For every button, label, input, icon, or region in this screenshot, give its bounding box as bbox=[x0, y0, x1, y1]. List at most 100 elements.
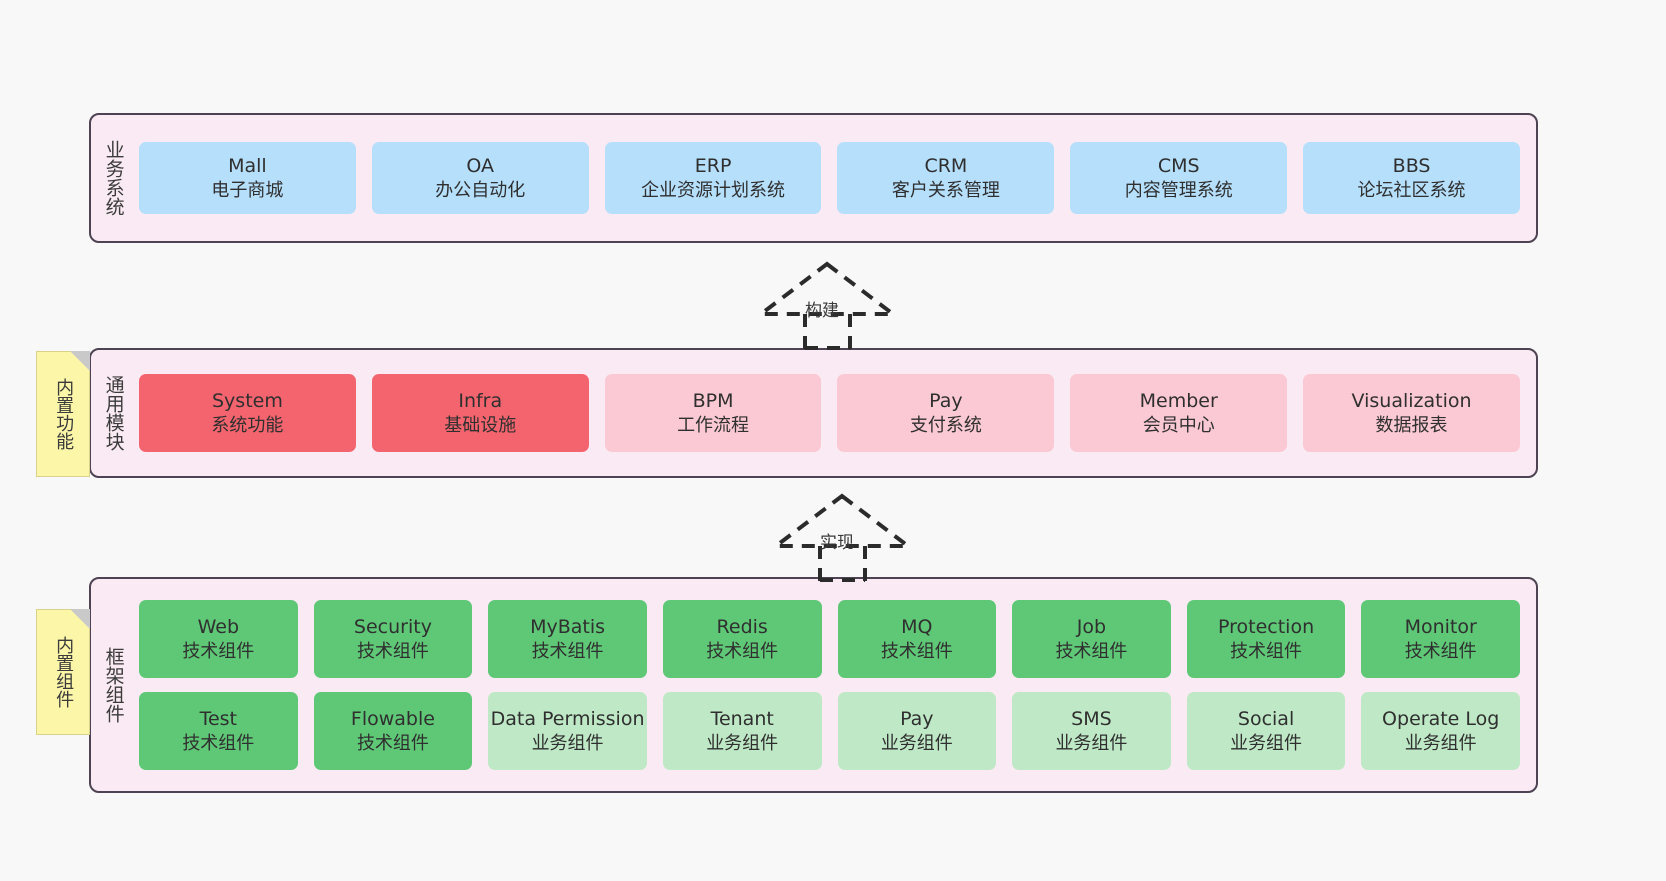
layer-title-framework: 框架组件 bbox=[102, 647, 125, 723]
node-pay[interactable]: Pay 支付系统 bbox=[837, 374, 1055, 452]
node-row: Test 技术组件 Flowable 技术组件 Data Permission … bbox=[139, 692, 1520, 770]
node-name: OA bbox=[466, 154, 495, 177]
layer-body-modules: System 系统功能 Infra 基础设施 BPM 工作流程 Pay 支付系统… bbox=[135, 350, 1536, 476]
node-sms[interactable]: SMS 业务组件 bbox=[1012, 692, 1171, 770]
node-name: Operate Log bbox=[1382, 707, 1500, 730]
node-subtitle: 内容管理系统 bbox=[1124, 179, 1233, 201]
node-visualization[interactable]: Visualization 数据报表 bbox=[1303, 374, 1520, 452]
layer-body-business: Mall 电子商城 OA 办公自动化 ERP 企业资源计划系统 CRM 客户关系… bbox=[135, 115, 1536, 241]
node-subtitle: 业务组件 bbox=[706, 732, 779, 754]
node-subtitle: 系统功能 bbox=[211, 414, 284, 436]
node-name: Data Permission bbox=[490, 707, 645, 730]
node-subtitle: 技术组件 bbox=[1404, 640, 1477, 662]
sticky-note-builtin-components: 内置组件 bbox=[36, 609, 90, 735]
node-name: Mall bbox=[228, 154, 267, 177]
dashed-generalization-arrow-icon bbox=[755, 261, 899, 350]
node-system[interactable]: System 系统功能 bbox=[139, 374, 356, 452]
node-mybatis[interactable]: MyBatis 技术组件 bbox=[488, 600, 647, 678]
node-subtitle: 业务组件 bbox=[531, 732, 604, 754]
node-name: Monitor bbox=[1404, 615, 1477, 638]
node-name: Infra bbox=[458, 389, 503, 412]
node-bbs[interactable]: BBS 论坛社区系统 bbox=[1303, 142, 1520, 214]
node-subtitle: 客户关系管理 bbox=[891, 179, 1000, 201]
node-job[interactable]: Job 技术组件 bbox=[1012, 600, 1171, 678]
node-subtitle: 技术组件 bbox=[356, 732, 429, 754]
node-subtitle: 电子商城 bbox=[211, 179, 284, 201]
node-data-permission[interactable]: Data Permission 业务组件 bbox=[488, 692, 647, 770]
node-subtitle: 技术组件 bbox=[531, 640, 604, 662]
node-operate-log[interactable]: Operate Log 业务组件 bbox=[1361, 692, 1520, 770]
connector-build: 构建 bbox=[755, 258, 915, 350]
node-bpm[interactable]: BPM 工作流程 bbox=[604, 374, 822, 452]
node-crm[interactable]: CRM 客户关系管理 bbox=[837, 142, 1055, 214]
node-flowable[interactable]: Flowable 技术组件 bbox=[313, 692, 473, 770]
node-subtitle: 业务组件 bbox=[1404, 732, 1477, 754]
node-web[interactable]: Web 技术组件 bbox=[139, 600, 298, 678]
node-name: MyBatis bbox=[530, 615, 606, 638]
node-redis[interactable]: Redis 技术组件 bbox=[662, 600, 822, 678]
node-subtitle: 业务组件 bbox=[880, 732, 953, 754]
layer-common-modules: 通用模块 System 系统功能 Infra 基础设施 BPM 工作流程 Pay… bbox=[89, 348, 1538, 478]
node-subtitle: 技术组件 bbox=[356, 640, 429, 662]
node-subtitle: 技术组件 bbox=[1055, 640, 1128, 662]
node-infra[interactable]: Infra 基础设施 bbox=[371, 374, 589, 452]
node-subtitle: 技术组件 bbox=[1230, 640, 1303, 662]
node-monitor[interactable]: Monitor 技术组件 bbox=[1361, 600, 1520, 678]
node-name: ERP bbox=[694, 154, 732, 177]
node-row: System 系统功能 Infra 基础设施 BPM 工作流程 Pay 支付系统… bbox=[139, 374, 1520, 452]
node-cms[interactable]: CMS 内容管理系统 bbox=[1070, 142, 1288, 214]
connector-label-implement: 实现 bbox=[820, 533, 854, 553]
node-oa[interactable]: OA 办公自动化 bbox=[371, 142, 589, 214]
dashed-generalization-arrow-icon bbox=[770, 493, 914, 582]
node-subtitle: 论坛社区系统 bbox=[1357, 179, 1466, 201]
node-subtitle: 数据报表 bbox=[1375, 414, 1448, 436]
layer-business-systems: 业务系统 Mall 电子商城 OA 办公自动化 ERP 企业资源计划系统 CRM… bbox=[89, 113, 1538, 243]
node-name: BBS bbox=[1392, 154, 1431, 177]
node-subtitle: 技术组件 bbox=[880, 640, 953, 662]
sticky-note-label: 内置功能 bbox=[53, 378, 75, 450]
node-subtitle: 办公自动化 bbox=[435, 179, 526, 201]
node-subtitle: 技术组件 bbox=[182, 732, 255, 754]
node-subtitle: 业务组件 bbox=[1230, 732, 1303, 754]
node-protection[interactable]: Protection 技术组件 bbox=[1186, 600, 1346, 678]
node-name: Pay bbox=[900, 707, 934, 730]
node-name: CRM bbox=[924, 154, 968, 177]
node-subtitle: 企业资源计划系统 bbox=[641, 179, 786, 201]
node-name: Pay bbox=[929, 389, 963, 412]
node-name: Security bbox=[353, 615, 432, 638]
layer-body-framework: Web 技术组件 Security 技术组件 MyBatis 技术组件 Redi… bbox=[135, 579, 1536, 791]
node-security[interactable]: Security 技术组件 bbox=[313, 600, 473, 678]
node-name: Web bbox=[197, 615, 240, 638]
node-name: Test bbox=[199, 707, 238, 730]
node-member[interactable]: Member 会员中心 bbox=[1070, 374, 1288, 452]
sticky-note-builtin-features: 内置功能 bbox=[36, 351, 90, 477]
node-subtitle: 技术组件 bbox=[706, 640, 779, 662]
node-name: CMS bbox=[1157, 154, 1200, 177]
node-subtitle: 支付系统 bbox=[909, 414, 982, 436]
node-social[interactable]: Social 业务组件 bbox=[1186, 692, 1346, 770]
node-name: BPM bbox=[692, 389, 734, 412]
node-subtitle: 基础设施 bbox=[444, 414, 517, 436]
node-pay-business[interactable]: Pay 业务组件 bbox=[837, 692, 997, 770]
node-subtitle: 业务组件 bbox=[1055, 732, 1128, 754]
node-mall[interactable]: Mall 电子商城 bbox=[139, 142, 356, 214]
node-name: Visualization bbox=[1351, 389, 1472, 412]
node-name: System bbox=[211, 389, 283, 412]
sticky-note-label: 内置组件 bbox=[53, 636, 75, 708]
node-name: Flowable bbox=[350, 707, 435, 730]
node-erp[interactable]: ERP 企业资源计划系统 bbox=[604, 142, 822, 214]
node-name: SMS bbox=[1071, 707, 1112, 730]
node-mq[interactable]: MQ 技术组件 bbox=[837, 600, 997, 678]
node-row: Web 技术组件 Security 技术组件 MyBatis 技术组件 Redi… bbox=[139, 600, 1520, 678]
layer-title-modules: 通用模块 bbox=[102, 375, 125, 451]
node-name: Social bbox=[1237, 707, 1295, 730]
node-tenant[interactable]: Tenant 业务组件 bbox=[662, 692, 822, 770]
layer-title-business: 业务系统 bbox=[102, 140, 125, 216]
node-name: MQ bbox=[901, 615, 933, 638]
layer-framework-components: 框架组件 Web 技术组件 Security 技术组件 MyBatis 技术组件… bbox=[89, 577, 1538, 793]
node-test[interactable]: Test 技术组件 bbox=[139, 692, 298, 770]
node-subtitle: 会员中心 bbox=[1142, 414, 1215, 436]
node-name: Job bbox=[1076, 615, 1107, 638]
node-name: Redis bbox=[716, 615, 768, 638]
